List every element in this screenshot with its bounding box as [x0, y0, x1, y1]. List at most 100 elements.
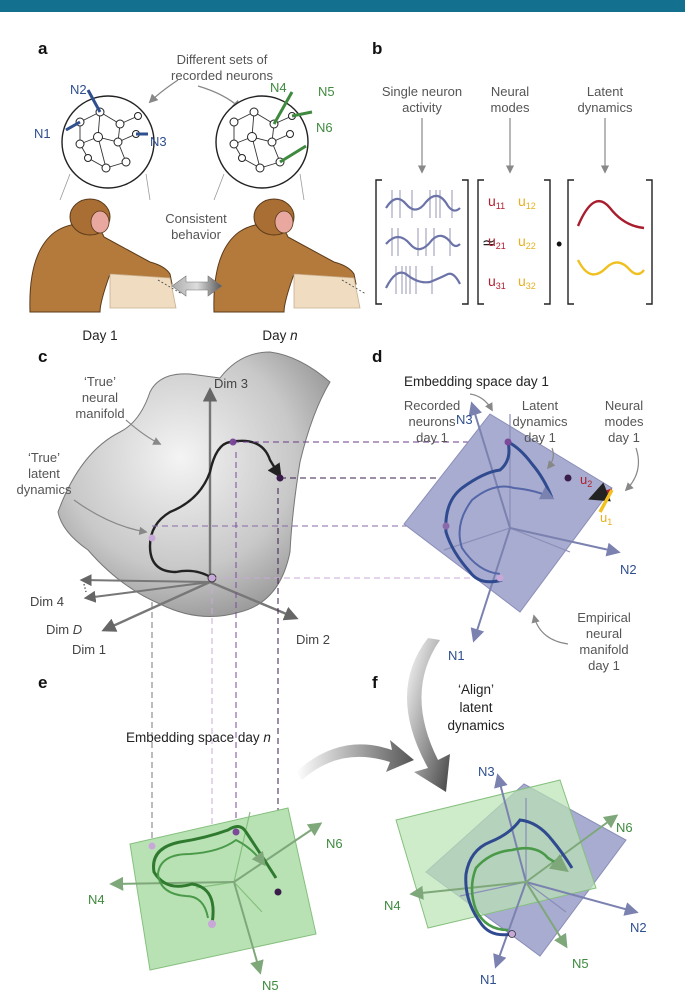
- monkey-dayn: [213, 198, 367, 313]
- neuron-n1-label: N1: [34, 126, 51, 141]
- neuron-n3-label: N3: [150, 134, 167, 149]
- latent-matrix: [567, 179, 653, 305]
- neuron-network-dayn: [215, 91, 313, 189]
- n6-axis-dayn: [233, 822, 323, 883]
- n4-axis-dayn: [109, 876, 235, 891]
- recorded-day1-label-1: Recorded: [404, 398, 460, 413]
- latent-day1-label-2: dynamics: [513, 414, 568, 429]
- latent-trajectory-dayn-inner: [156, 838, 266, 919]
- true-latent-label-2: latent: [28, 466, 60, 481]
- monkey-day1: [29, 198, 183, 313]
- n3-axis-day1: [468, 401, 511, 529]
- single-neuron-label-2: activity: [402, 100, 442, 115]
- day-n-label: Day n: [262, 328, 297, 343]
- consistent-behavior-label-2: behavior: [171, 227, 222, 242]
- recorded-day1-label-3: day 1: [416, 430, 448, 445]
- recorded-neurons-label-1: Different sets of: [177, 52, 268, 67]
- approx-symbol: ≃: [482, 235, 495, 252]
- modes-day1-label-2: modes: [604, 414, 644, 429]
- align-label-3: dynamics: [447, 718, 504, 733]
- day-1-label: Day 1: [82, 328, 117, 343]
- panel-b: b Single neuron activity Neural modes La…: [372, 39, 653, 305]
- figure: a Different sets of recorded neurons N2 …: [17, 39, 653, 990]
- panel-label-c: c: [38, 347, 47, 366]
- neuron-n6-label: N6: [316, 120, 333, 135]
- aligned-n3-label: N3: [478, 764, 495, 779]
- svg-text:u11: u11: [488, 193, 505, 211]
- recorded-day1-label-2: neurons: [409, 414, 456, 429]
- svg-text:u22: u22: [518, 233, 536, 251]
- n6-axis-aligned: [525, 814, 619, 883]
- consistent-behavior-label-1: Consistent: [165, 211, 227, 226]
- u1-mode-arrow: [598, 489, 614, 513]
- empirical-day1-label-2: neural: [586, 626, 622, 641]
- dimd-label: Dim D: [46, 622, 82, 637]
- neural-modes-label-2: modes: [490, 100, 530, 115]
- empirical-day1-label-3: manifold: [579, 642, 628, 657]
- panel-f: f ‘Align’ latent dynamics N3 N2 N1 N4 N6…: [372, 673, 647, 987]
- modes-day1-label-3: day 1: [608, 430, 640, 445]
- true-manifold-label-3: manifold: [75, 406, 124, 421]
- aligned-trajectory-dayn: [470, 846, 569, 932]
- header-bar: [0, 0, 685, 12]
- axis-n4-dayn-label: N4: [88, 892, 105, 907]
- aligned-n4-label: N4: [384, 898, 401, 913]
- embedding-dayn-title: Embedding space day n: [126, 730, 271, 745]
- empirical-day1-label-1: Empirical: [577, 610, 631, 625]
- dim3-label: Dim 3: [214, 376, 248, 391]
- panel-label-e: e: [38, 673, 47, 692]
- embedding-day1-title: Embedding space day 1: [404, 374, 549, 389]
- latent-trajectory-dayn-outer: [152, 825, 278, 925]
- consistent-behavior-arrow: [171, 275, 223, 297]
- modes-matrix: u11 u12 u21 u22 u31 u32: [477, 179, 551, 305]
- neuron-network-day1: [61, 89, 155, 189]
- dim4-label: Dim 4: [30, 594, 64, 609]
- aligned-trajectory-day1: [464, 818, 574, 937]
- single-neuron-label-1: Single neuron: [382, 84, 462, 99]
- neuron-n5-label: N5: [318, 84, 335, 99]
- align-arrow: [407, 638, 450, 792]
- embedding-plane-dayn: [129, 807, 317, 971]
- latent-trajectory-day1-inner: [458, 485, 555, 575]
- aligned-n5-label: N5: [572, 956, 589, 971]
- true-manifold-label-2: neural: [82, 390, 118, 405]
- transfer-arrow: [296, 740, 414, 780]
- panel-label-b: b: [372, 39, 382, 58]
- axis-n1-label: N1: [448, 648, 465, 663]
- neural-modes-label-1: Neural: [491, 84, 529, 99]
- embedding-plane-day1: [403, 413, 613, 613]
- n2-axis-aligned: [525, 881, 639, 916]
- panel-label-a: a: [38, 39, 48, 58]
- n5-axis-dayn: [233, 881, 264, 975]
- n5-axis-aligned: [525, 881, 568, 949]
- dim2-axis: [209, 580, 299, 621]
- latent-trajectory-day1-outer: [444, 439, 554, 584]
- panel-a: a Different sets of recorded neurons N2 …: [29, 39, 367, 343]
- latent-day1-label-3: day 1: [524, 430, 556, 445]
- axis-n6-dayn-label: N6: [326, 836, 343, 851]
- axis-n2-label: N2: [620, 562, 637, 577]
- dim1-label: Dim 1: [72, 642, 106, 657]
- projection-lines: [151, 441, 568, 924]
- axis-n3-label: N3: [456, 412, 473, 427]
- n2-axis-day1: [509, 527, 621, 557]
- recorded-neurons-label-2: recorded neurons: [171, 68, 273, 83]
- true-manifold-surface: [57, 351, 331, 617]
- u2-mode-arrow: [588, 482, 613, 502]
- dot-symbol: •: [556, 234, 562, 254]
- panel-d: d Embedding space day 1 N3 N2 N1 u2 u1 R…: [372, 347, 644, 673]
- n1-axis-aligned: [493, 881, 527, 969]
- align-label-2: latent: [459, 700, 492, 715]
- dim1-axis: [101, 580, 211, 632]
- n4-axis-aligned: [409, 881, 527, 900]
- panel-label-f: f: [372, 673, 378, 692]
- dim4-axis: [79, 574, 211, 587]
- dimd-axis: [83, 581, 211, 603]
- panel-e: e Embedding space day n N4 N6 N5: [38, 673, 343, 990]
- panel-label-d: d: [372, 347, 382, 366]
- panel-c: c Dim 3 Dim 2 Dim 1 Dim D Dim 4 ‘True’ n…: [17, 347, 331, 657]
- activity-matrix: [375, 179, 469, 305]
- svg-text:u21: u21: [488, 233, 506, 251]
- latent-dynamics-label-2: dynamics: [578, 100, 633, 115]
- modes-day1-label-1: Neural: [605, 398, 643, 413]
